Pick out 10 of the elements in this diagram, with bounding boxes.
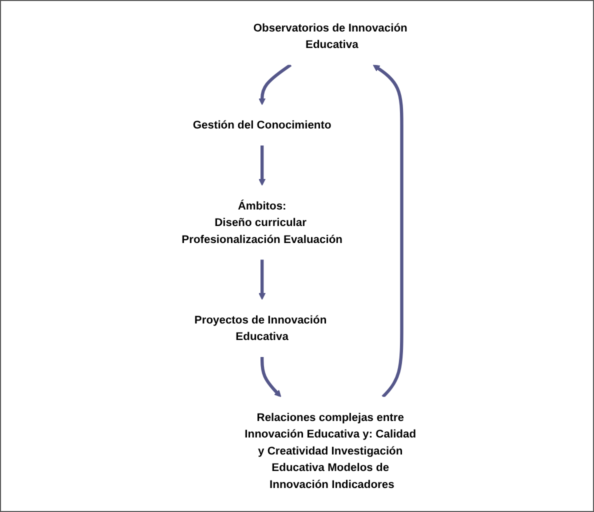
node-text: Gestión del Conocimiento <box>192 118 332 132</box>
arrow <box>260 356 282 398</box>
arrow <box>258 145 266 186</box>
arrow <box>258 64 292 106</box>
arrow <box>372 64 404 398</box>
node-text: Observatorios de Innovación Educativa <box>253 20 408 50</box>
node-text: Ámbitos: Diseño curricular Profesionalización Evaluación <box>182 198 342 246</box>
node-text: Relaciones complejas entre Innovación Educativa y: Calidad y Creatividad Investigación Educativa Modelos de Innovación Indicadores <box>244 410 416 490</box>
arrow <box>258 260 266 300</box>
node-text: Proyectos de Innovación Educativa <box>194 313 327 343</box>
